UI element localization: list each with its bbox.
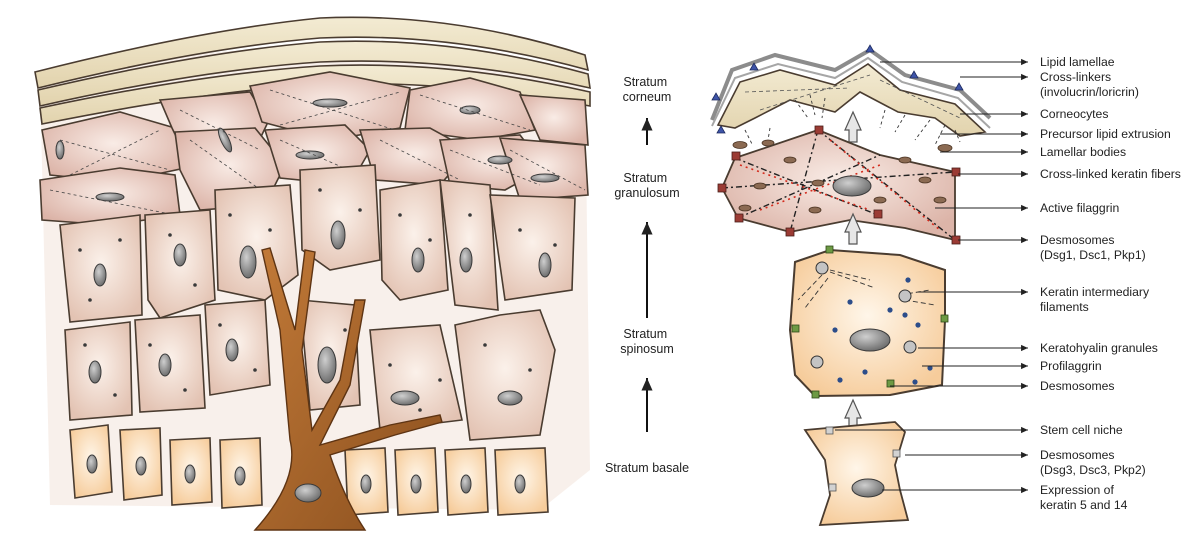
label-lamellar-bodies: Lamellar bodies (1040, 145, 1126, 159)
label-cross-linked-keratin: Cross-linked keratin fibers (1040, 167, 1181, 181)
label-desmosomes-granular: Desmosomes (Dsg1, Dsc1, Pkp1) (1040, 233, 1146, 262)
melanocyte-nucleus (295, 484, 321, 502)
label-active-filaggrin: Active filaggrin (1040, 201, 1119, 215)
spinous-cell-stage (790, 246, 948, 398)
basal-cell (805, 422, 908, 525)
tissue-section (35, 17, 590, 530)
layer-label-spinosum: Stratum spinosum (620, 327, 674, 356)
cell-stages (712, 45, 990, 525)
label-desmosomes-spinous: Desmosomes (1040, 379, 1115, 393)
spinous-cell (790, 250, 945, 396)
layer-label-corneum: Stratum corneum (623, 75, 672, 104)
label-stem-cell-niche: Stem cell niche (1040, 423, 1123, 437)
label-lipid-lamellae: Lipid lamellae (1040, 55, 1115, 69)
label-desmosomes-basal: Desmosomes (Dsg3, Dsc3, Pkp2) (1040, 448, 1146, 477)
granular-cell-stage (718, 126, 960, 244)
label-precursor-lipid-extrusion: Precursor lipid extrusion (1040, 127, 1171, 141)
spinous-nucleus (850, 329, 890, 351)
granular-nucleus (833, 176, 871, 196)
label-corneocytes: Corneocytes (1040, 107, 1108, 121)
layer-labels: Stratum corneum Stratum granulosum Strat… (605, 75, 689, 475)
label-keratin-expression: Expression of keratin 5 and 14 (1040, 483, 1128, 512)
layer-label-basale: Stratum basale (605, 461, 689, 475)
label-profilaggrin: Profilaggrin (1040, 359, 1102, 373)
label-keratin-filaments: Keratin intermediary filaments (1040, 285, 1152, 314)
layer-label-granulosum: Stratum granulosum (614, 171, 679, 200)
stage-arrow-1 (845, 112, 861, 142)
annotation-labels: Lipid lamellae Cross-linkers (involucrin… (1040, 55, 1181, 512)
basal-nucleus (852, 479, 884, 497)
label-keratohyalin-granules: Keratohyalin granules (1040, 341, 1158, 355)
label-cross-linkers: Cross-linkers (involucrin/loricrin) (1040, 70, 1139, 99)
basal-cell-stage (805, 422, 908, 525)
